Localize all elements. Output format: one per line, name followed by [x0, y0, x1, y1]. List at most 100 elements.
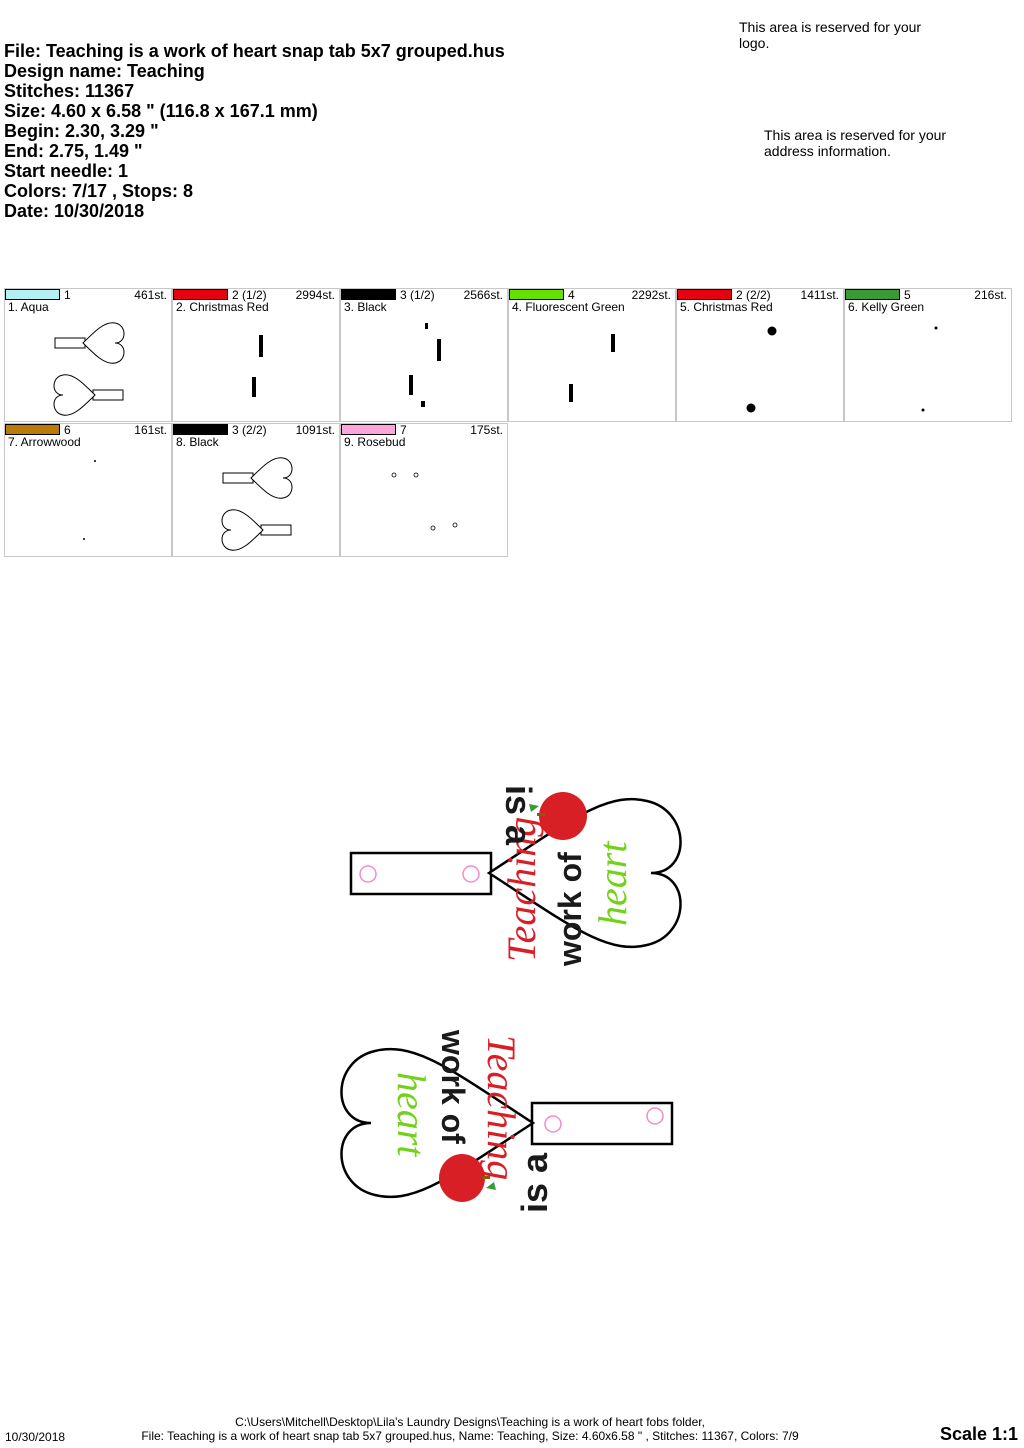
- color-step-cell: 2 (1/2) 2994st. 2. Christmas Red: [172, 288, 340, 422]
- snap-marker: [544, 1115, 562, 1133]
- heart-outline: [53, 374, 96, 416]
- stem-stitch: [83, 538, 85, 540]
- thread-color-name: 9. Rosebud: [344, 435, 406, 449]
- needle-number: 5: [904, 288, 911, 302]
- heart-outline: [82, 322, 125, 364]
- fob-text-is-a: is a: [514, 1152, 555, 1213]
- text-stitches: [252, 377, 256, 397]
- design-size: Size: 4.60 x 6.58 " (116.8 x 167.1 mm): [4, 101, 318, 121]
- step-preview: [83, 460, 96, 540]
- color-swatch: [341, 289, 396, 300]
- needle-number: 1: [64, 288, 71, 302]
- fob-top: Teaching is a work of heart: [349, 785, 682, 967]
- color-swatch: [5, 289, 60, 300]
- snap-tab: [349, 851, 493, 896]
- color-step-cell: 1 461st. 1. Aqua: [4, 288, 172, 422]
- begin-point: Begin: 2.30, 3.29 ": [4, 121, 159, 141]
- color-swatch: [173, 289, 228, 300]
- apple: [529, 792, 587, 840]
- step-stitch-count: 216st.: [974, 288, 1007, 302]
- text-stitches: [425, 323, 428, 329]
- footer-summary: C:\Users\Mitchell\Desktop\Lila's Laundry…: [100, 1415, 840, 1443]
- thread-color-name: 8. Black: [176, 435, 219, 449]
- color-step-cell: 6 161st. 7. Arrowwood: [4, 423, 172, 557]
- fob-text-work-of: work of: [552, 852, 588, 967]
- text-stitches: [259, 335, 263, 357]
- color-swatch: [173, 424, 228, 435]
- step-preview: [921, 326, 938, 412]
- step-stitch-count: 2566st.: [463, 288, 503, 302]
- snap-mark: [391, 472, 397, 478]
- text-stitches: [421, 401, 425, 407]
- step-preview: [409, 323, 441, 407]
- colors-stops: Colors: 7/17 , Stops: 8: [4, 181, 194, 201]
- needle-number: 2 (2/2): [736, 288, 771, 302]
- step-stitch-count: 461st.: [134, 288, 167, 302]
- snap-marker: [646, 1107, 664, 1125]
- footer-path: C:\Users\Mitchell\Desktop\Lila's Laundry…: [235, 1415, 705, 1429]
- fob-text-is-a: is a: [498, 785, 539, 846]
- step-preview: [53, 322, 125, 416]
- leaf-stitch: [934, 326, 938, 330]
- needle-number: 6: [64, 423, 71, 437]
- color-step-cell: 3 (2/2) 1091st. 8. Black: [172, 423, 340, 557]
- address-reserved-note: This area is reserved for your address i…: [764, 127, 947, 159]
- color-step-cell: 4 2292st. 4. Fluorescent Green: [508, 288, 676, 422]
- step-stitch-count: 175st.: [470, 423, 503, 437]
- color-swatch: [677, 289, 732, 300]
- file-name: File: Teaching is a work of heart snap t…: [4, 41, 505, 61]
- step-stitch-count: 1411st.: [800, 288, 839, 302]
- color-step-cell: 3 (1/2) 2566st. 3. Black: [340, 288, 508, 422]
- thread-color-name: 7. Arrowwood: [8, 435, 81, 449]
- needle-number: 3 (1/2): [400, 288, 435, 302]
- footer-date: 10/30/2018: [5, 1430, 66, 1444]
- design-date: Date: 10/30/2018: [4, 201, 145, 221]
- scale-label: Scale 1:1: [939, 1424, 1018, 1444]
- step-preview: [252, 335, 263, 397]
- step-stitch-count: 2292st.: [631, 288, 671, 302]
- thread-color-name: 5. Christmas Red: [680, 300, 773, 314]
- end-point: End: 2.75, 1.49 ": [4, 141, 143, 161]
- step-preview: [746, 326, 777, 413]
- fob-text-teaching: Teaching: [499, 817, 544, 962]
- needle-number: 7: [400, 423, 407, 437]
- color-swatch: [509, 289, 564, 300]
- footer-file-summary: File: Teaching is a work of heart snap t…: [141, 1429, 799, 1443]
- apple-fill: [746, 403, 756, 413]
- thread-color-name: 3. Black: [344, 300, 387, 314]
- heart-outline: [221, 509, 264, 551]
- text-stitches: [437, 339, 441, 361]
- thread-color-name: 1. Aqua: [8, 300, 49, 314]
- fob-bottom: Teaching is a work of heart: [340, 1029, 674, 1213]
- design-info: File: Teaching is a work of heart snap t…: [4, 41, 505, 221]
- color-step-cell: 7 175st. 9. Rosebud: [340, 423, 508, 557]
- step-stitch-count: 1091st.: [295, 423, 335, 437]
- color-step-cell: 2 (2/2) 1411st. 5. Christmas Red: [676, 288, 844, 422]
- step-preview: [391, 472, 458, 531]
- color-step-cell: 5 216st. 6. Kelly Green: [844, 288, 1012, 422]
- needle-number: 3 (2/2): [232, 423, 267, 437]
- leaf-stitch: [921, 408, 925, 412]
- thread-color-name: 6. Kelly Green: [848, 300, 925, 314]
- needle-number: 4: [568, 288, 575, 302]
- step-stitch-count: 2994st.: [295, 288, 335, 302]
- thread-color-name: 2. Christmas Red: [176, 300, 269, 314]
- start-needle: Start needle: 1: [4, 161, 129, 181]
- design-name: Design name: Teaching: [4, 61, 205, 81]
- thread-color-name: 4. Fluorescent Green: [512, 300, 625, 314]
- text-stitches: [409, 375, 413, 395]
- apple-fill: [767, 326, 777, 336]
- step-stitch-count: 161st.: [134, 423, 167, 437]
- needle-number: 2 (1/2): [232, 288, 267, 302]
- snap-mark: [430, 525, 436, 531]
- snap-mark: [413, 472, 419, 478]
- color-swatch: [341, 424, 396, 435]
- snap-tab: [530, 1101, 674, 1146]
- stitch-count: Stitches: 11367: [4, 81, 135, 101]
- step-preview: [569, 334, 615, 402]
- step-preview: [221, 457, 293, 551]
- stem-stitch: [94, 460, 96, 462]
- color-swatch: [5, 424, 60, 435]
- fob-text-work-of: work of: [435, 1029, 471, 1144]
